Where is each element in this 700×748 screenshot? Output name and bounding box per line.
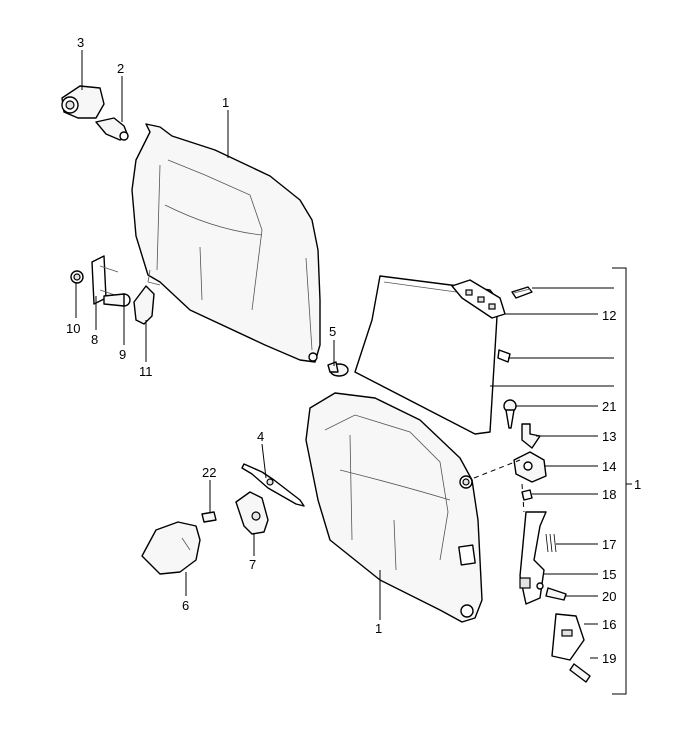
part-22-bolt	[201, 511, 217, 523]
part-14-latch	[513, 451, 547, 483]
callout-labels: 1 2 3 10 8 9 11 5 4 22 7 6 1 12 21 13 14…	[66, 35, 641, 666]
callout-5: 5	[329, 324, 336, 339]
part-11-cover	[133, 285, 155, 325]
part-15-mechanism	[519, 511, 547, 605]
part-7-bracket	[235, 491, 269, 535]
callout-6: 6	[182, 598, 189, 613]
callout-1-top: 1	[222, 95, 229, 110]
callout-17: 17	[602, 537, 616, 552]
part-1-seat-back-lower	[305, 392, 483, 623]
callout-13: 13	[602, 429, 616, 444]
part-4-rod	[241, 463, 305, 507]
callout-15: 15	[602, 567, 616, 582]
callout-2: 2	[117, 61, 124, 76]
part-3-cap	[61, 85, 105, 119]
leader-lines	[75, 50, 632, 695]
callout-7: 7	[249, 557, 256, 572]
callout-21: 21	[602, 399, 616, 414]
callout-4: 4	[257, 429, 264, 444]
callout-19: 19	[602, 651, 616, 666]
part-1-seat-back-upper	[131, 123, 321, 363]
part-16-plate	[551, 613, 585, 661]
callout-14: 14	[602, 459, 616, 474]
part-19-screw	[569, 663, 591, 683]
part-21-screw	[503, 399, 517, 429]
part-6-cover	[141, 521, 201, 575]
part-18-clip	[521, 489, 533, 501]
callout-1-right: 1	[634, 477, 641, 492]
callout-3: 3	[77, 35, 84, 50]
callout-8: 8	[91, 332, 98, 347]
clip-part-12	[497, 349, 511, 363]
callout-11: 11	[139, 364, 153, 379]
part-9-bolt	[103, 293, 131, 307]
callout-22: 22	[202, 465, 216, 480]
part-17-spring	[545, 533, 557, 553]
part-10-nut	[70, 270, 84, 284]
part-20-screw	[545, 587, 567, 601]
callout-18: 18	[602, 487, 616, 502]
callout-10: 10	[66, 321, 80, 336]
screw-part-12	[511, 286, 533, 299]
callout-9: 9	[119, 347, 126, 362]
part-2-bolt	[95, 117, 129, 141]
callout-20: 20	[602, 589, 616, 604]
part-5-cap	[327, 361, 349, 377]
callout-16: 16	[602, 617, 616, 632]
callout-1-bottom: 1	[375, 621, 382, 636]
callout-12: 12	[602, 308, 616, 323]
